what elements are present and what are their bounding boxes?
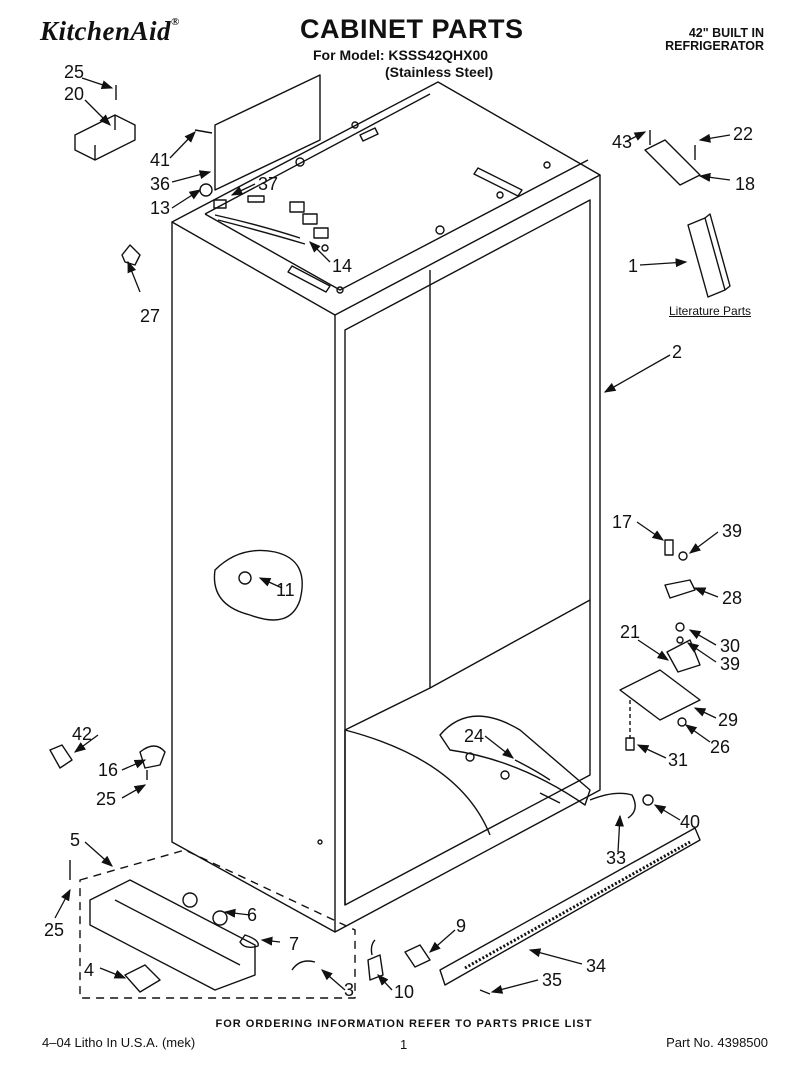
callout-number: 17	[612, 512, 632, 532]
callout-number: 7	[289, 934, 299, 954]
clip-10	[367, 954, 384, 981]
callout-number: 24	[464, 726, 484, 746]
callout-number: 11	[276, 580, 295, 600]
callout-number: 43	[612, 132, 632, 152]
clip-9	[404, 944, 431, 968]
rail-assembly	[439, 715, 591, 806]
brand-logo: KitchenAid®	[40, 16, 180, 47]
cabinet-body	[171, 81, 601, 933]
callout-number: 26	[710, 737, 730, 757]
base-assembly-box	[79, 849, 356, 999]
callout-number: 21	[620, 622, 640, 642]
toe-grille	[439, 827, 701, 986]
callout-number: 40	[680, 812, 700, 832]
cutaway	[213, 549, 303, 621]
registered-mark: ®	[171, 16, 180, 28]
callout-number: 25	[96, 789, 116, 809]
callout-number: 33	[606, 848, 626, 868]
callout-number: 2	[672, 342, 682, 362]
roller-4	[124, 964, 161, 993]
wire-harness	[199, 183, 329, 245]
callout-number: 14	[332, 256, 352, 276]
tube-33	[589, 792, 636, 819]
brand-name: KitchenAid	[40, 16, 172, 46]
leader-lines	[54, 77, 731, 994]
callout-number: 16	[98, 760, 118, 780]
cover-plate	[214, 74, 321, 191]
model-line: For Model: KSSS42QHX00	[313, 47, 489, 63]
callout-number: 6	[247, 905, 257, 925]
callout-number: 4	[84, 960, 94, 980]
litho-code: 4–04 Litho In U.S.A. (mek)	[42, 1035, 196, 1050]
callout-number: 34	[586, 956, 606, 976]
callout-number: 29	[718, 710, 738, 730]
callout-number: 18	[735, 174, 755, 194]
callout-number: 37	[258, 174, 278, 194]
callout-number: 10	[394, 982, 414, 1002]
clamp-16	[139, 745, 166, 769]
finish-line: (Stainless Steel)	[385, 64, 494, 80]
hinge-plate-18	[644, 139, 701, 186]
callout-number: 41	[150, 150, 170, 170]
callout-number: 1	[628, 256, 638, 276]
clip-27	[121, 244, 141, 266]
callout-number: 9	[456, 916, 466, 936]
page-number: 1	[400, 1037, 408, 1052]
bracket-20	[74, 114, 136, 161]
callout-number: 36	[150, 174, 170, 194]
fitting-42	[49, 744, 73, 769]
callout-number: 5	[70, 830, 80, 850]
spec-line-1: 42" BUILT IN	[688, 26, 764, 40]
callout-number: 28	[722, 588, 742, 608]
callout-number: 31	[668, 750, 688, 770]
literature-book	[687, 217, 726, 298]
callout-number: 25	[44, 920, 64, 940]
callout-number: 27	[140, 306, 160, 326]
callout-number: 25	[64, 62, 84, 82]
callout-number: 3	[344, 980, 354, 1000]
spec-line-2: REFRIGERATOR	[665, 39, 764, 53]
callout-number: 13	[150, 198, 170, 218]
callout-number: 30	[720, 636, 740, 656]
page-title: CABINET PARTS	[300, 14, 524, 44]
lower-hinge-assembly	[619, 539, 701, 751]
callout-number: 39	[720, 654, 740, 674]
part-number: Part No. 4398500	[666, 1035, 768, 1050]
callout-number: 39	[722, 521, 742, 541]
tube-3	[291, 960, 316, 971]
callout-number: 22	[733, 124, 753, 144]
ordering-note: FOR ORDERING INFORMATION REFER TO PARTS …	[215, 1018, 593, 1030]
callout-number: 35	[542, 970, 562, 990]
callout-number: 20	[64, 84, 84, 104]
callout-number: 42	[72, 724, 92, 744]
literature-parts-label: Literature Parts	[669, 304, 752, 318]
